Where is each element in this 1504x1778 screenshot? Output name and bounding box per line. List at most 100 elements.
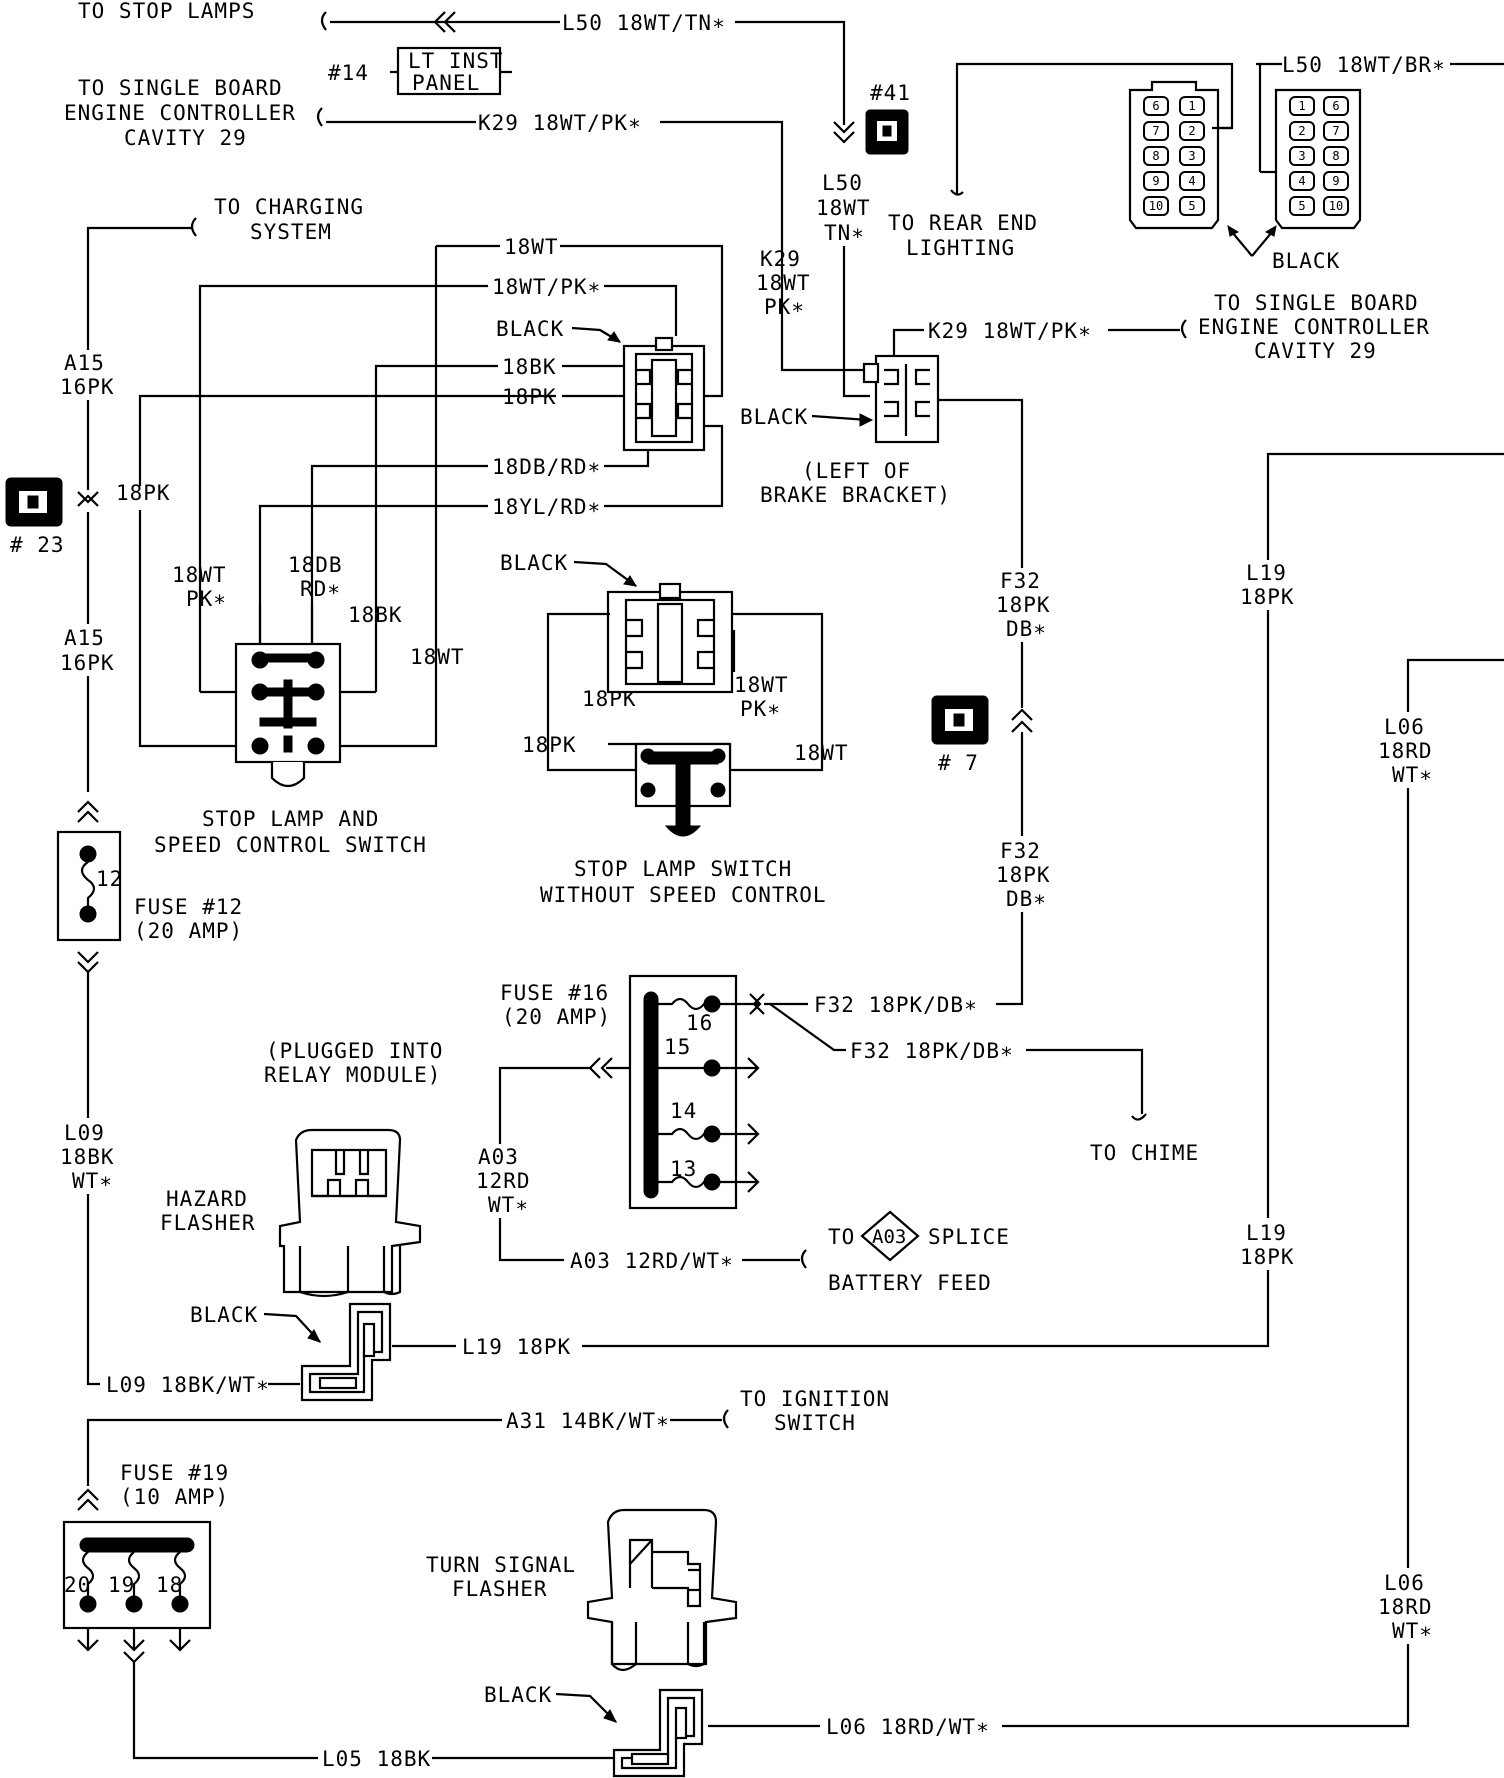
label-a03-h: A03 12RD/WT∗ (570, 1249, 734, 1273)
pin-cavity (1179, 171, 1205, 191)
label-stop-wo-2: WITHOUT SPEED CONTROL (540, 883, 827, 907)
label-sw-18db-2: RD∗ (300, 577, 341, 601)
pin-number: 6 (1152, 99, 1159, 113)
label-nsw-18wt-2: PK∗ (740, 697, 781, 721)
label-p14: 14 (670, 1099, 697, 1123)
label-turn-1: TURN SIGNAL (426, 1553, 576, 1577)
label-l06-2: 18RD (1378, 739, 1433, 763)
label-l06-3: WT∗ (1392, 763, 1433, 787)
f32-circuit: F32 18PK DB∗ F32 18PK DB∗ (996, 569, 1051, 1006)
lt-inst-panel-box (396, 46, 502, 96)
brake-bracket-connector: K29 18WT PK∗ K29 18WT/PK∗ TO SINGLE BOAR… (740, 247, 1430, 568)
turn-signal-connector: BLACK (484, 1683, 704, 1778)
pin-cavity (1289, 121, 1315, 141)
label-ign-1: TO IGNITION (740, 1387, 890, 1411)
label-f32-1: F32 (1000, 569, 1041, 593)
pin-number: 9 (1152, 174, 1159, 188)
label-l09-1: L09 (64, 1121, 105, 1145)
label-l19-2: 18PK (1240, 585, 1295, 609)
label-left-brake-2: BRAKE BRACKET) (760, 483, 951, 507)
pin-number: 3 (1298, 149, 1305, 163)
turn-signal-flasher: TURN SIGNAL FLASHER (426, 1508, 738, 1672)
label-sbec-b3: CAVITY 29 (1254, 339, 1377, 363)
pin-cavity (1289, 196, 1315, 216)
label-f32-4: F32 (1000, 839, 1041, 863)
pin-number: 7 (1152, 124, 1159, 138)
label-p18: 18 (156, 1573, 183, 1597)
pin-number: 3 (1188, 149, 1195, 163)
pin-cavity (1143, 196, 1169, 216)
label-lt-inst-2: PANEL (412, 71, 480, 95)
label-charging-1: TO CHARGING (214, 195, 364, 219)
label-nsw-18wt: 18WT (794, 741, 849, 765)
label-l06-5: 18RD (1378, 1595, 1433, 1619)
label-charging-2: SYSTEM (250, 220, 332, 244)
fuse-12: 12 FUSE #12 (20 AMP) (56, 800, 243, 1118)
pin-number: 6 (1332, 99, 1339, 113)
pin-cavity (1179, 196, 1205, 216)
label-sw-18wt: 18WT (410, 645, 465, 669)
label-black-conn: BLACK (1272, 249, 1340, 273)
label-l09-2: 18BK (60, 1145, 115, 1169)
label-p16: 16 (686, 1011, 713, 1035)
label-a15-1: A15 (64, 351, 105, 375)
label-sbec-a3: CAVITY 29 (124, 126, 247, 150)
label-sbec-a1: TO SINGLE BOARD (78, 76, 283, 100)
pin-number: 1 (1188, 99, 1195, 113)
a31-ignition: A31 14BK/WT∗ TO IGNITION SWITCH (77, 1387, 890, 1511)
label-hazard-2: FLASHER (160, 1211, 256, 1235)
sbec-cavity-29-top: TO SINGLE BOARD ENGINE CONTROLLER CAVITY… (64, 76, 870, 372)
label-l19-3: L19 (1246, 1221, 1287, 1245)
label-fuse19-2: (10 AMP) (120, 1485, 229, 1509)
charging-feed: TO CHARGING SYSTEM A15 16PK A15 16PK (60, 195, 364, 792)
label-18pk-left: 18PK (116, 481, 171, 505)
label-to: TO (828, 1225, 855, 1249)
label-a15-4: 16PK (60, 651, 115, 675)
l06-circuit: L06 18RD WT∗ L06 18RD WT∗ L06 18RD/WT∗ (708, 658, 1504, 1739)
pin-cavity (1323, 196, 1349, 216)
a03-battery-feed: A03 12RD WT∗ A03 12RD/WT∗ TO A03 SPLICE … (476, 1145, 1009, 1295)
label-nsw-18wt-1: 18WT (734, 673, 789, 697)
label-l06-6: WT∗ (1392, 1619, 1433, 1643)
label-k29-v3: PK∗ (764, 295, 805, 319)
label-l50-top: L50 18WT/TN∗ (562, 11, 726, 35)
label-sw-18wt-1: 18WT (172, 563, 227, 587)
label-left-brake-1: (LEFT OF (802, 459, 911, 483)
fuse-block-19: FUSE #19 (10 AMP) 20 19 18 L05 18BK (62, 1461, 622, 1771)
pin-cavity (1179, 96, 1205, 116)
pin-number: 4 (1188, 174, 1195, 188)
label-sw-18bk: 18BK (348, 603, 403, 627)
label-f32-3: DB∗ (1006, 617, 1047, 641)
stop-lamp-harness: 18WT 18WT/PK∗ BLACK 18BK 18PK 18DB/RD∗ 1… (198, 235, 724, 748)
pin-cavity (1179, 121, 1205, 141)
label-f32-h1: F32 18PK/DB∗ (814, 993, 978, 1017)
label-rear-1: TO REAR END (888, 211, 1038, 235)
l19-circuit: L19 18PK L19 18PK L19 18PK (392, 452, 1504, 1359)
label-f32-2: 18PK (996, 593, 1051, 617)
label-conn-41: #41 (870, 81, 911, 105)
label-sbec-b2: ENGINE CONTROLLER (1198, 315, 1430, 339)
pin-cavity (1323, 171, 1349, 191)
label-w-18bk: 18BK (502, 355, 557, 379)
label-ign-2: SWITCH (774, 1411, 856, 1435)
label-to-stop-lamps: TO STOP LAMPS (78, 0, 255, 23)
label-stop-speed-2: SPEED CONTROL SWITCH (154, 833, 427, 857)
label-sw-18wt-2: PK∗ (186, 587, 227, 611)
label-a31: A31 14BK/WT∗ (506, 1409, 670, 1433)
label-rear-2: LIGHTING (906, 236, 1015, 260)
pin-cavity (1143, 171, 1169, 191)
label-a03-tag: A03 (872, 1226, 906, 1248)
label-hazard-1: HAZARD (166, 1187, 248, 1211)
pin-number: 10 (1329, 199, 1343, 213)
label-fuse12-2: (20 AMP) (134, 919, 243, 943)
label-k29-v1: K29 (760, 247, 801, 271)
label-l19-1: L19 (1246, 561, 1287, 585)
pin-number: 2 (1188, 124, 1195, 138)
label-w-18ylrd: 18YL/RD∗ (492, 495, 601, 519)
label-conn-7: # 7 (938, 751, 979, 775)
pin-number: 10 (1149, 199, 1163, 213)
fuse-block-16: FUSE #16 (20 AMP) 16 15 14 13 (498, 974, 846, 1210)
